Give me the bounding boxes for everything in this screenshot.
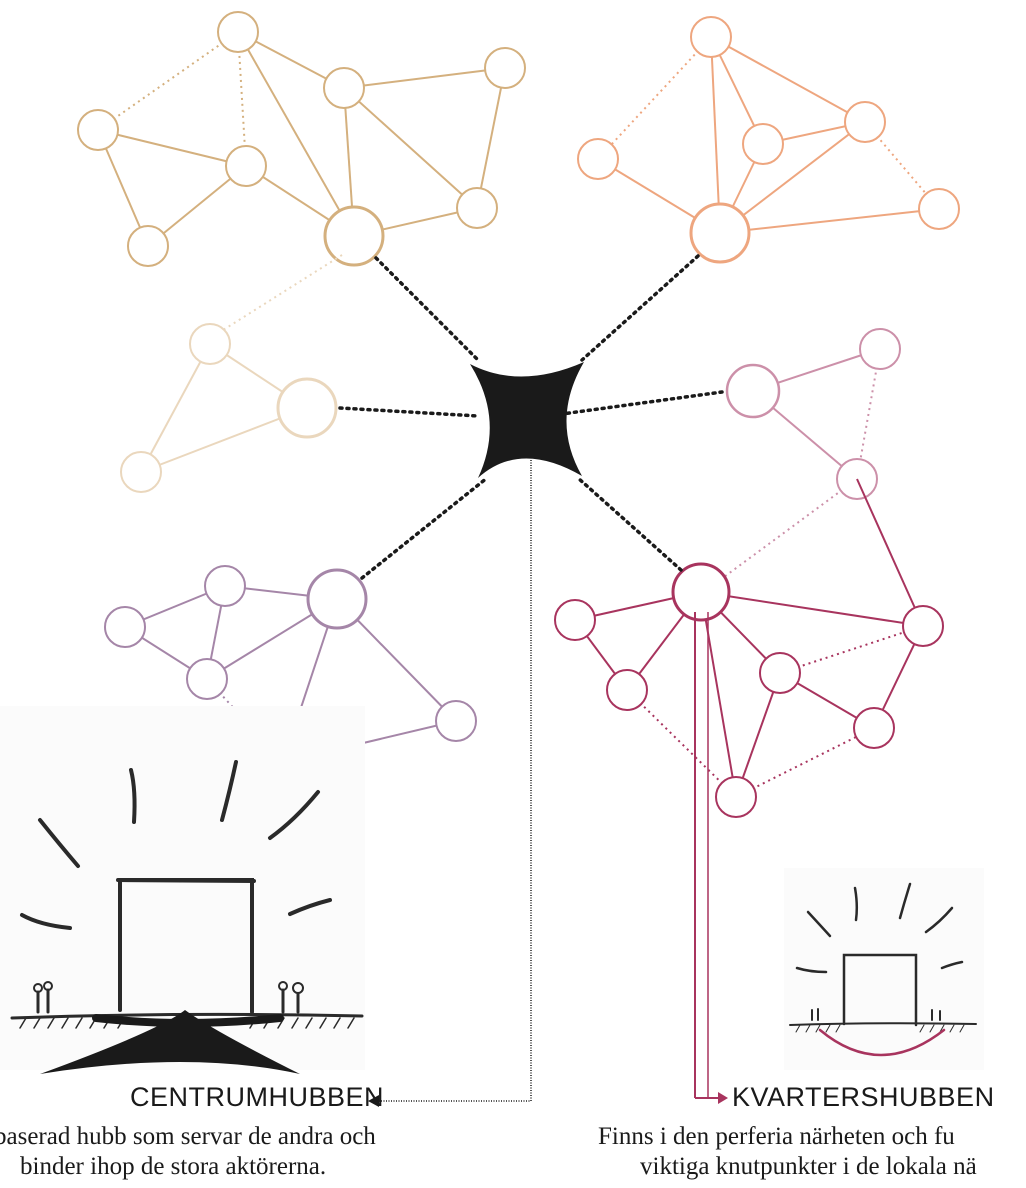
- node: [690, 16, 732, 58]
- node: [77, 109, 119, 151]
- node: [104, 606, 146, 648]
- cluster-top-left: [77, 11, 526, 267]
- node: [554, 599, 596, 641]
- central-hub-building-sketch: [0, 706, 365, 1074]
- node: [120, 451, 162, 493]
- node: [204, 565, 246, 607]
- faint-link: [219, 254, 343, 333]
- node: [606, 669, 648, 711]
- cluster-bottom-right-nodes: [554, 562, 944, 818]
- node: [323, 67, 365, 109]
- hub-connectors: [338, 254, 724, 580]
- hub-node: [725, 363, 781, 419]
- node: [844, 101, 886, 143]
- central-hub-description-line-2: binder ihop de stora aktörerna.: [20, 1153, 327, 1180]
- node: [759, 652, 801, 694]
- hub-node: [671, 562, 731, 622]
- cluster-bottom-right: [554, 478, 944, 818]
- node: [127, 225, 169, 267]
- center-hub-arrow: [368, 1095, 379, 1107]
- local-hub-description-line-1: Finns i den perferia närheten och fu: [598, 1123, 955, 1150]
- cluster-bottom-right-edges: [574, 478, 924, 798]
- node: [918, 188, 960, 230]
- cluster-bottom-left-nodes: [104, 565, 477, 783]
- node: [456, 187, 498, 229]
- central-hub-heading: CENTRUMHUBBEN: [130, 1082, 385, 1112]
- hub-node: [276, 377, 338, 439]
- hub-node: [689, 202, 751, 264]
- cluster-top-right: [577, 16, 960, 264]
- node: [853, 707, 895, 749]
- four-point-star-icon: [470, 362, 584, 478]
- node: [217, 11, 259, 53]
- cluster-bottom-left: [104, 565, 477, 783]
- central-hub-description-line-1: baserad hubb som servar de andra och: [0, 1123, 376, 1150]
- neighborhood-hub-building-sketch: [784, 868, 984, 1070]
- node: [225, 145, 267, 187]
- node: [902, 605, 944, 647]
- local-hub-arrow: [718, 1092, 728, 1104]
- node: [189, 323, 231, 365]
- local-hub-description-line-2: viktiga knutpunkter i de lokala nä: [640, 1153, 977, 1180]
- node: [186, 658, 228, 700]
- node: [859, 328, 901, 370]
- node: [715, 776, 757, 818]
- hub-node: [306, 568, 368, 630]
- center-hub-route: [378, 420, 532, 1102]
- cluster-mid-right: [704, 328, 901, 592]
- node: [484, 47, 526, 89]
- local-hub-heading: KVARTERSHUBBEN: [732, 1082, 995, 1112]
- cluster-top-right-nodes: [577, 16, 960, 264]
- cluster-mid-right-nodes: [725, 328, 901, 500]
- cluster-top-left-nodes: [77, 11, 526, 267]
- hub-node: [323, 205, 385, 267]
- cluster-mid-left: [120, 323, 338, 493]
- cluster-top-left-edges: [97, 31, 506, 247]
- node: [435, 700, 477, 742]
- cluster-mid-left-nodes: [120, 323, 338, 493]
- node: [577, 138, 619, 180]
- node: [742, 123, 784, 165]
